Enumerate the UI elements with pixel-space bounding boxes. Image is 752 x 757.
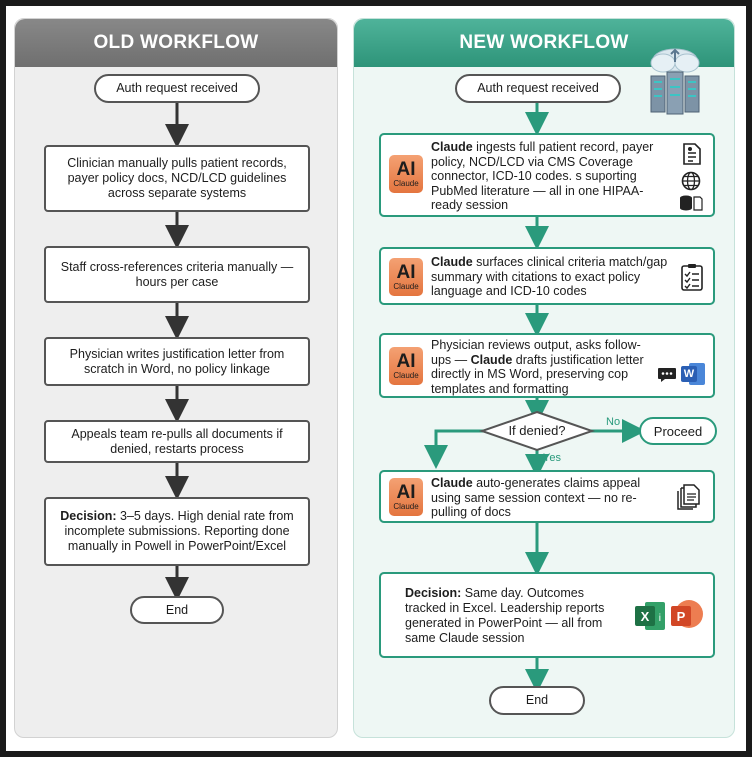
new-step-4-text: Claude auto-generates claims appeal usin…: [431, 476, 661, 520]
decision-yes-label: Yes: [543, 452, 561, 464]
proceed-node: Proceed: [639, 417, 717, 445]
old-step-3-text: Physician writes justification letter fr…: [69, 346, 285, 376]
old-decision-text: Decision: 3–5 days. High denial rate fro…: [54, 509, 300, 554]
ai-badge-label: AI: [396, 351, 416, 372]
old-step-2-text: Staff cross-references criteria manually…: [60, 259, 294, 289]
new-step-1-text: Claude ingests full patient record, paye…: [431, 140, 673, 213]
powerpoint-icon: P: [671, 600, 703, 632]
claude-label: Claude: [470, 352, 513, 367]
new-step-1: AI Claude Claude ingests full patient re…: [379, 133, 715, 217]
ai-badge-sub: Claude: [393, 179, 419, 188]
old-step-1: Clinician manually pulls patient records…: [44, 145, 310, 212]
new-step-3-post: drafts justification letter directly in …: [431, 352, 644, 396]
new-end-text: End: [525, 693, 549, 707]
ai-badge-label: AI: [396, 262, 416, 283]
excel-icon: X i: [635, 602, 665, 630]
old-step-2: Staff cross-references criteria manually…: [44, 246, 310, 303]
ai-badge-label: AI: [396, 159, 416, 180]
excel-icon-letter: X: [635, 606, 655, 626]
new-decision-text: Decision: Same day. Outcomes tracked in …: [405, 586, 613, 646]
claude-ai-badge: AI Claude: [389, 347, 423, 385]
decision-diamond: [478, 410, 596, 452]
document-icon: [683, 143, 701, 169]
database-icon: [679, 195, 703, 215]
decision-no-label: No: [606, 416, 621, 428]
new-step-4: AI Claude Claude auto-generates claims a…: [379, 470, 715, 523]
new-step-1-body: ingests full patient record, payer polic…: [431, 140, 654, 212]
claude-label: Claude: [431, 255, 473, 269]
new-step-2-body: surfaces clinical criteria match/gap sum…: [431, 255, 668, 298]
checklist-icon: [681, 263, 703, 295]
new-end-node: End: [489, 686, 585, 715]
new-workflow-title: NEW WORKFLOW: [354, 19, 734, 67]
old-decision-body: 3–5 days. High denial rate from incomple…: [64, 509, 294, 553]
new-step-2-text: Claude surfaces clinical criteria match/…: [431, 255, 673, 299]
claude-ai-badge: AI Claude: [389, 258, 423, 296]
globe-icon: [681, 171, 701, 195]
documents-stack-icon: [677, 484, 701, 514]
old-decision-box: Decision: 3–5 days. High denial rate fro…: [44, 497, 310, 566]
ai-badge-sub: Claude: [393, 371, 419, 380]
word-icon-letter: W: [681, 366, 697, 382]
new-step-3-pre: Physician reviews output, asks follow-up…: [431, 338, 641, 367]
claude-label: Claude: [431, 140, 473, 154]
old-end-node: End: [130, 596, 224, 624]
claude-ai-badge: AI Claude: [389, 155, 423, 193]
chat-icon: [657, 367, 677, 387]
new-decision-body: Same day. Outcomes tracked in Excel. Lea…: [405, 586, 605, 645]
excel-icon-small: i: [658, 613, 661, 624]
proceed-text: Proceed: [653, 423, 703, 439]
ai-badge-sub: Claude: [393, 282, 419, 291]
ai-badge-label: AI: [396, 482, 416, 503]
new-step-2: AI Claude Claude surfaces clinical crite…: [379, 247, 715, 305]
new-step-3-text: Physician reviews output, asks follow-up…: [431, 338, 651, 396]
new-decision-box: Decision: Same day. Outcomes tracked in …: [379, 572, 715, 658]
new-decision-label: Decision:: [405, 586, 462, 600]
decision-question: If denied?: [508, 423, 566, 438]
old-start-text: Auth request received: [116, 81, 238, 95]
old-step-1-text: Clinician manually pulls patient records…: [67, 156, 287, 200]
claude-label: Claude: [431, 476, 473, 490]
word-icon: W: [681, 363, 705, 385]
ppt-icon-letter: P: [671, 606, 691, 626]
ai-badge-sub: Claude: [393, 502, 419, 511]
claude-ai-badge: AI Claude: [389, 478, 423, 516]
old-decision-label: Decision:: [60, 509, 117, 523]
old-workflow-title: OLD WORKFLOW: [15, 19, 337, 67]
new-start-text: Auth request received: [477, 81, 599, 95]
old-step-4-text: Appeals team re-pulls all documents if d…: [71, 426, 283, 456]
new-start-node: Auth request received: [455, 74, 621, 103]
old-step-4: Appeals team re-pulls all documents if d…: [44, 420, 310, 463]
new-arrow-left: [424, 429, 484, 469]
new-step-4-body: auto-generates claims appeal using same …: [431, 476, 641, 519]
cloud-server-icon: [641, 46, 709, 118]
old-step-3: Physician writes justification letter fr…: [44, 337, 310, 386]
old-start-node: Auth request received: [94, 74, 260, 103]
old-end-text: End: [165, 602, 189, 617]
new-step-3: AI Claude Physician reviews output, asks…: [379, 333, 715, 398]
